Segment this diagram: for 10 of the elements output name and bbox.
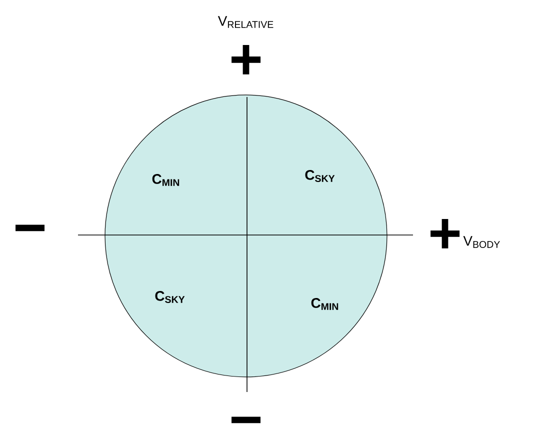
quadrant-label: C$_{SKY}$ [155,290,185,303]
quadrant-label: C$_{SKY}$ [305,170,335,182]
sign-symbol: + [232,45,261,74]
axis-label: V$_{RELATIVE}$ [218,16,274,28]
quadrant-label: C$_{MIN}$ [152,174,180,186]
sign-symbol: + [430,219,460,248]
sign-symbol: − [232,416,260,424]
axis-label: V$_{BODY}$ [463,236,500,248]
sign-symbol: − [16,224,44,232]
quadrant-label: C$_{MIN}$ [311,298,338,310]
